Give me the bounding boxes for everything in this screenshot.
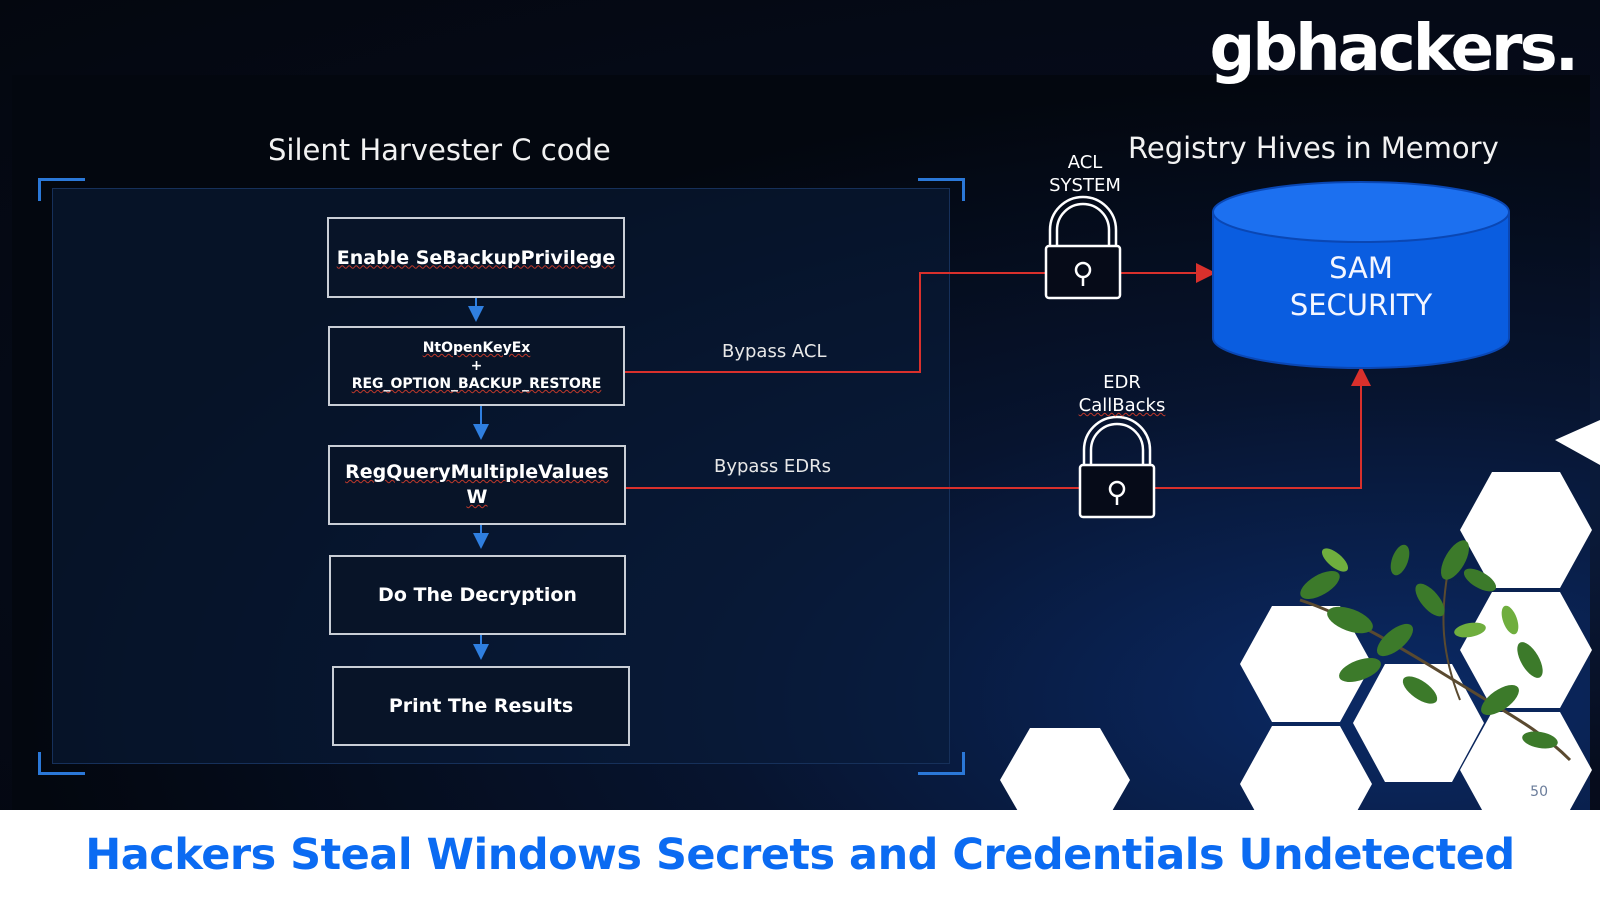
step-3-line-1: RegQueryMultipleValues (345, 461, 609, 483)
diagram-graphics (468, 181, 1600, 810)
step-2-line-3: REG_OPTION_BACKUP_RESTORE (351, 376, 602, 392)
flow-connectors (468, 298, 489, 660)
panel-corner-bottom-right (918, 752, 965, 775)
acl-system-label: ACL SYSTEM (1040, 151, 1130, 197)
headline-banner: Hackers Steal Windows Secrets and Creden… (0, 810, 1600, 900)
step-do-the-decryption: Do The Decryption (329, 555, 626, 635)
bypass-acl-label: Bypass ACL (722, 341, 827, 362)
panel-corner-top-left (38, 178, 85, 201)
step-ntopenkeyex: NtOpenKeyEx + REG_OPTION_BACKUP_RESTORE (328, 326, 625, 406)
step-regquerymultiplevalues: RegQueryMultipleValues W (328, 445, 626, 525)
edr-lock-icon (1078, 415, 1156, 519)
headline-text: Hackers Steal Windows Secrets and Creden… (85, 830, 1515, 880)
edr-label-line-2: CallBacks (1078, 395, 1166, 416)
slide-background: gbhackers. Silent Harvester C code Regis… (0, 0, 1600, 810)
panel-corner-bottom-left (38, 752, 85, 775)
database-label: SAM SECURITY (1213, 250, 1509, 324)
database-label-line-2: SECURITY (1289, 288, 1433, 322)
step-1-line-1: Enable SeBackupPrivilege (336, 246, 616, 269)
leaves-decoration (1299, 540, 1572, 762)
bypass-edrs-label: Bypass EDRs (714, 456, 832, 477)
database-label-line-1: SAM (1329, 251, 1393, 285)
step-5-line-1: Print The Results (388, 695, 574, 717)
step-enable-sebackupprivilege: Enable SeBackupPrivilege (327, 217, 625, 298)
left-section-title: Silent Harvester C code (268, 133, 611, 167)
step-2-line-1: NtOpenKeyEx (422, 340, 531, 356)
panel-corner-top-right (918, 178, 965, 201)
edr-callbacks-label: EDR CallBacks (1062, 371, 1182, 417)
step-4-line-1: Do The Decryption (378, 584, 577, 606)
edr-label-line-1: EDR (1103, 372, 1141, 393)
slide-page-number: 50 (1530, 784, 1548, 800)
gbhackers-logo: gbhackers. (1209, 12, 1579, 86)
acl-lock-icon (1044, 195, 1122, 300)
acl-label-line-2: SYSTEM (1049, 175, 1121, 196)
step-2-line-2: + (470, 358, 483, 374)
sam-security-database-icon (1212, 181, 1510, 369)
step-3-line-2: W (466, 486, 488, 508)
right-section-title: Registry Hives in Memory (1128, 131, 1499, 165)
hexagon-decoration (1000, 420, 1600, 810)
acl-label-line-1: ACL (1067, 152, 1103, 173)
step-print-the-results: Print The Results (332, 666, 630, 746)
